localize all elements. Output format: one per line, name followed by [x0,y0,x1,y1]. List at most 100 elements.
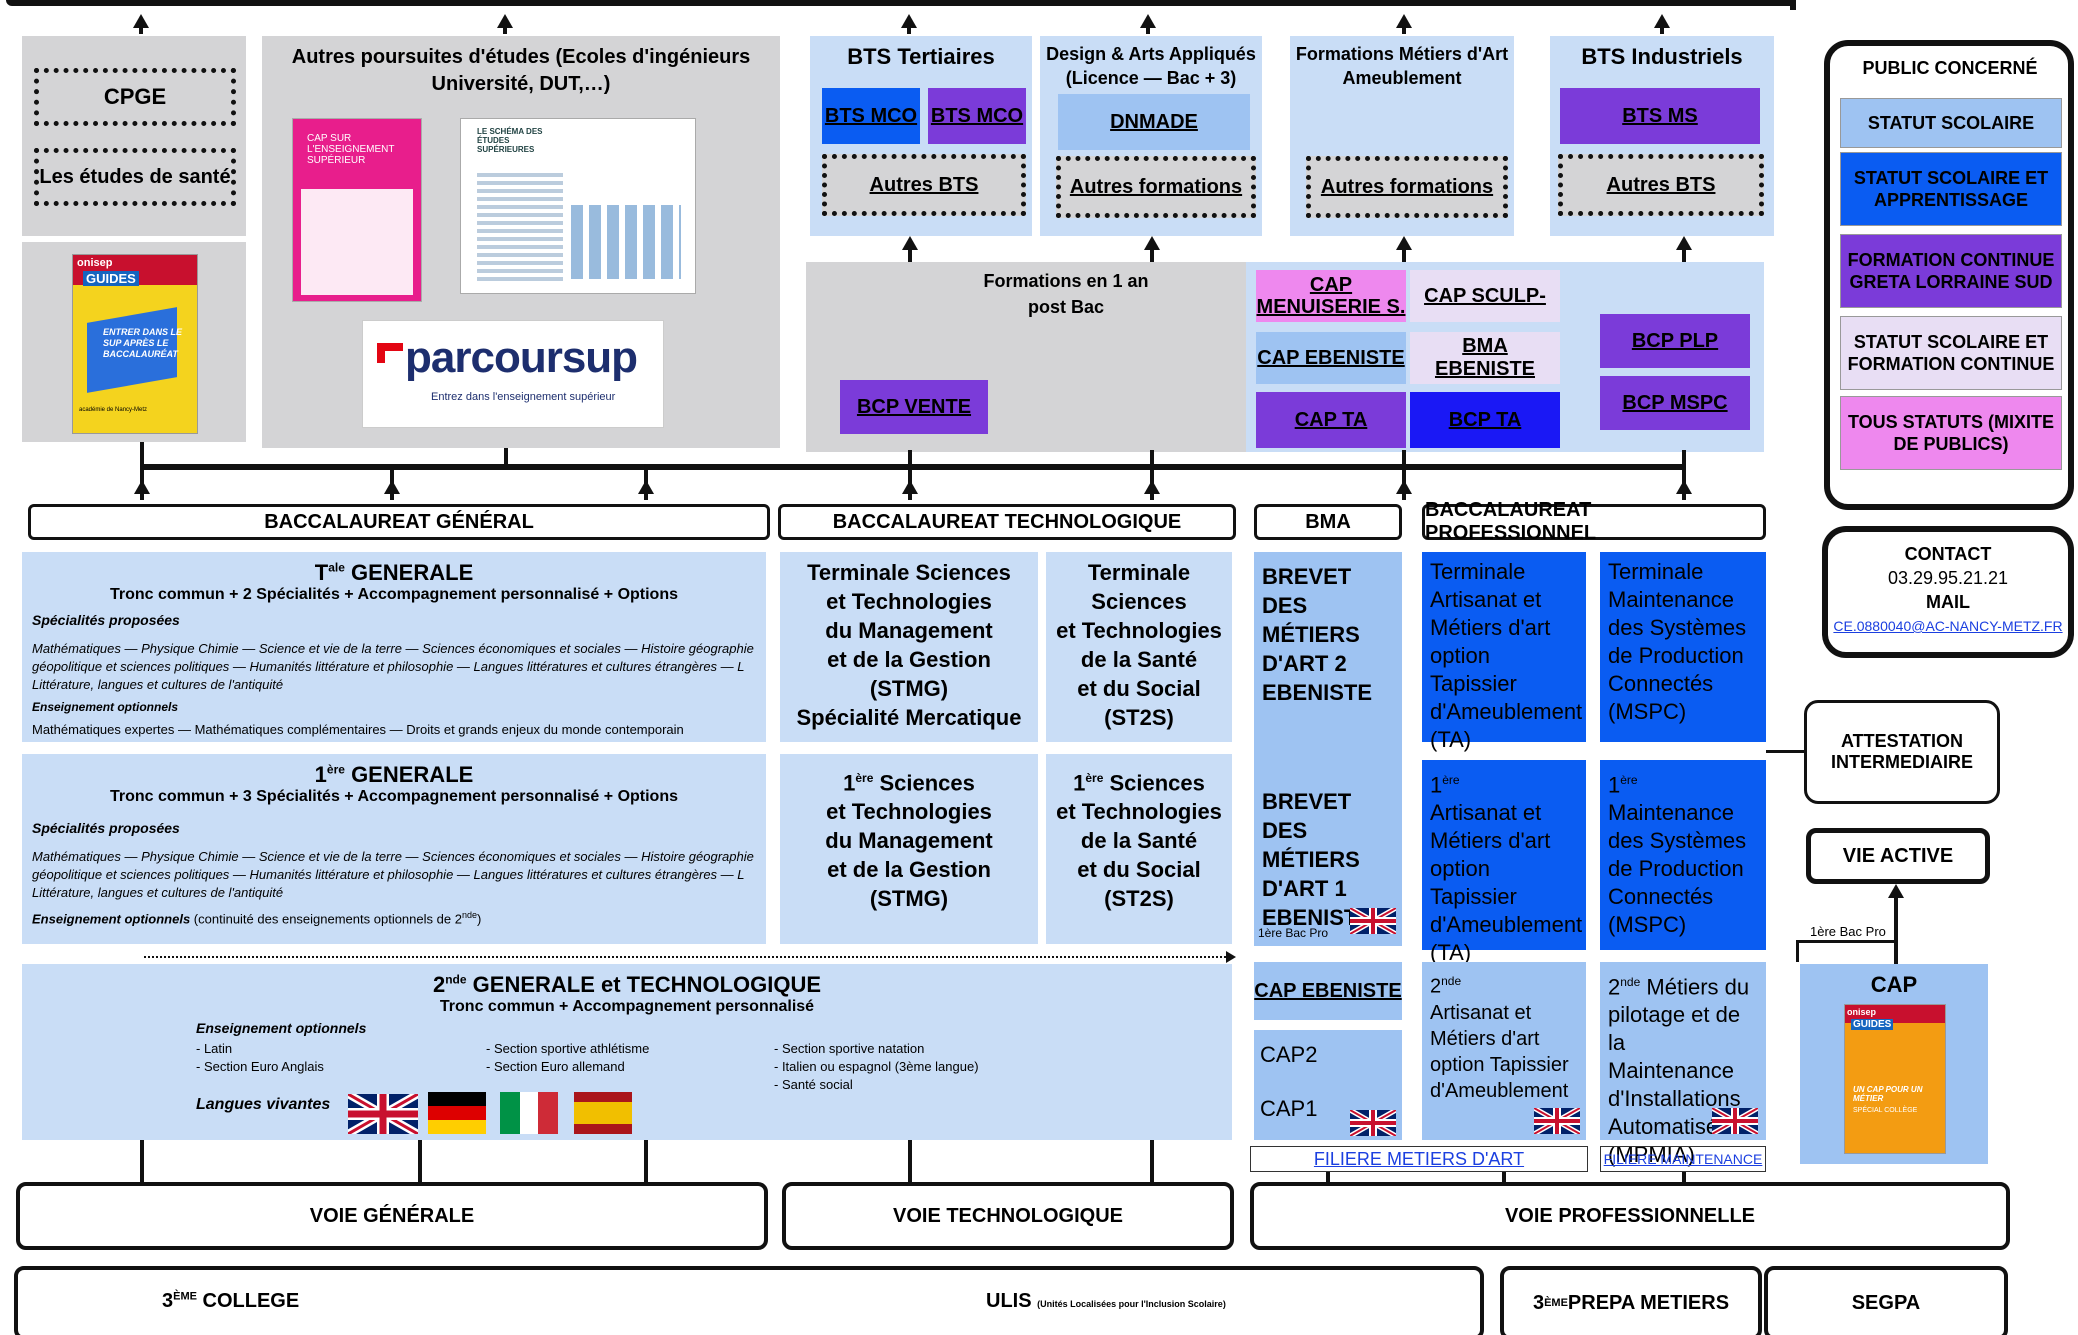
college-ulis-box [14,1266,1484,1335]
cap-ebeniste-box[interactable]: CAP EBENISTE [1254,962,1402,1020]
contact-mail-label: MAIL [1926,592,1970,612]
p-stmg-line: et de la Gestion [827,857,991,883]
bma2-line: EBENISTE [1262,680,1373,705]
s-ta-line: d'Ameublement [1430,1079,1569,1102]
t-ta-line: Terminale [1430,559,1526,584]
cap-guide-label: GUIDES [1851,1019,1894,1030]
tale-title-sup: ale [328,560,345,575]
seconde-opt-line: - Latin [196,1041,233,1056]
s-mpmia-num: 2 [1608,974,1621,1000]
t-mspc-line: de Production [1608,643,1744,668]
premiere-title-pre: 1 [314,762,327,787]
p-mspc-line: Connectés [1608,884,1714,910]
tale-spec: Mathématiques — Physique Chimie — Scienc… [32,641,754,692]
prepa-post: PREPA METIERS [1567,1291,1730,1314]
parcoursup-wordmark: parcoursup [405,333,638,382]
s-ta-num: 2 [1430,975,1442,998]
cap-ta-box[interactable]: CAP TA [1256,392,1406,448]
premiere-spec: Mathématiques — Physique Chimie — Scienc… [32,849,754,900]
p-stmg-line: et Technologies [826,799,992,825]
bma-ebeniste-box[interactable]: BMA EBENISTE [1410,332,1560,384]
filiere-maint-link[interactable]: FILIERE MAINTENANCE [1600,1146,1766,1172]
design-title: Design & Arts Appliqués (Licence — Bac +… [1046,44,1256,88]
p-mspc-sup: ère [1620,773,1638,787]
italy-flag-icon [500,1092,558,1134]
cap-title: CAP [1870,972,1918,997]
autres-formations-design[interactable]: Autres formations [1056,156,1256,218]
cap-sup-text: CAP SUR L'ENSEIGNEMENT SUPÉRIEUR [307,133,395,166]
bcp-ta-box[interactable]: BCP TA [1410,392,1560,448]
t-ta-line: Métiers d'art [1430,615,1551,640]
p-ta-line: (TA) [1430,940,1472,966]
cap-menuiserie-box[interactable]: CAP MENUISERIE S. [1256,270,1406,322]
p-st2s-line: et du Social [1077,857,1201,883]
autres-bts-ind[interactable]: Autres BTS [1558,154,1764,216]
cap-sculp-box[interactable]: CAP SCULP- [1410,270,1560,322]
attestation-line [1766,750,1806,753]
s-mpmia-line: Maintenance [1608,1058,1734,1084]
p-stmg-sup: ère [855,771,874,785]
p-st2s-sup: ère [1085,771,1104,785]
p-mspc-num: 1 [1608,772,1621,798]
t-ta-line: (TA) [1430,727,1472,752]
autres-bts-tert[interactable]: Autres BTS [822,154,1026,216]
tst2s-line: (ST2S) [1104,705,1174,730]
cap-ebeniste-1an[interactable]: CAP EBENISTE [1256,332,1406,384]
t-mspc-line: (MSPC) [1608,699,1687,724]
ulis-label: ULIS [986,1290,1032,1312]
legend-item: FORMATION CONTINUE GRETA LORRAINE SUD [1840,234,2062,308]
tst2s-line: de la Santé [1080,647,1198,672]
cap-guide-image[interactable]: onisep GUIDES UN CAP POUR UN MÉTIER SPÉC… [1844,1004,1946,1154]
bma1-line: D'ART 1 [1262,876,1347,901]
cap-sup-image[interactable]: CAP SUR L'ENSEIGNEMENT SUPÉRIEUR [292,118,422,302]
bts-mco-blue[interactable]: BTS MCO [822,88,920,144]
uk-flag-icon [348,1094,418,1134]
s-ta-sup: nde [1441,974,1462,988]
tale-opt: Mathématiques expertes — Mathématiques c… [32,722,684,737]
seconde-opt-line: - Santé social [774,1077,853,1092]
bcp-plp-box[interactable]: BCP PLP [1600,314,1750,368]
bts-ms-box[interactable]: BTS MS [1560,88,1760,144]
t-mspc-line: Connectés [1608,671,1714,696]
onisep-guides-label: GUIDES [83,271,139,286]
ulis-small: (Unités Localisées pour l'Inclusion Scol… [1037,1299,1226,1309]
premiere-spec-label: Spécialités proposées [32,820,180,836]
seconde-opt-line: - Italien ou espagnol (3ème langue) [774,1059,979,1074]
parcoursup-logo[interactable]: parcoursup Entrez dans l'enseignement su… [362,320,664,428]
uk-flag-icon [1350,1110,1396,1136]
bcp-mspc-box[interactable]: BCP MSPC [1600,376,1750,430]
premiere-opt-sup: nde [461,910,477,920]
tale-opt-label: Enseignement optionnels [32,700,179,714]
dnmade-box[interactable]: DNMADE [1058,94,1250,150]
s-ta-line: Artisanat et [1430,1001,1532,1024]
bcp-vente-box[interactable]: BCP VENTE [840,380,988,434]
schema-image[interactable]: LE SCHÉMA DES ÉTUDES SUPÉRIEURES [460,118,696,294]
bma2-line: BREVET [1262,564,1352,589]
parcoursup-sub: Entrez dans l'enseignement supérieur [431,391,616,403]
contact-mail-link[interactable]: CE.0880040@AC-NANCY-METZ.FR [1833,618,2063,634]
cap-guide-sub: SPÉCIAL COLLÈGE [1853,1107,1918,1114]
tstmg-line: et Technologies [826,589,992,614]
voie-professionnelle: VOIE PROFESSIONNELLE [1250,1182,2010,1250]
seconde-opt-line: - Section sportive natation [774,1041,925,1056]
cap-guide-brand: onisep [1845,1005,1945,1023]
bma-header: BMA [1254,504,1402,540]
bts-mco-violet[interactable]: BTS MCO [928,88,1026,144]
s-mpmia-line: d'Installations [1608,1086,1741,1112]
p-ta-line: option Tapissier [1430,856,1517,910]
onisep-guide-image[interactable]: onisep GUIDES ENTRER DANS LE SUP APRÈS L… [72,254,198,434]
filiere-art-link[interactable]: FILIERE METIERS D'ART [1250,1146,1588,1172]
germany-flag-icon [428,1092,486,1134]
p-st2s-pre: 1 [1073,770,1086,796]
t-ta-line: Artisanat et [1430,587,1542,612]
autres-formations-art[interactable]: Autres formations [1306,156,1508,218]
s-mpmia-sup: nde [1620,975,1641,989]
p-mspc-first: Maintenance [1608,800,1734,826]
premiere-generale-box: 1ère GENERALE Tronc commun + 3 Spécialit… [22,754,766,944]
s-mpmia-line: pilotage et de la [1608,1002,1741,1056]
